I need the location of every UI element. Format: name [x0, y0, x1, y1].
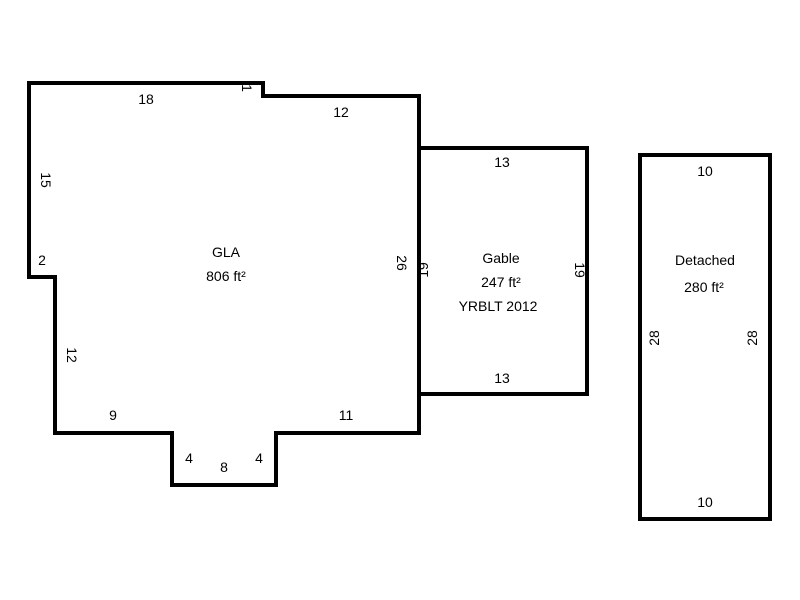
detached-label: Detached	[675, 252, 735, 268]
dim-detached-left: 28	[646, 330, 662, 346]
dim-gla-left-upper: 15	[38, 172, 54, 188]
dim-gla-left-lower: 12	[64, 347, 80, 363]
detached-area-value: 280 ft²	[684, 279, 724, 295]
gable-label: Gable	[482, 250, 520, 266]
dim-gla-left-step: 2	[38, 252, 46, 268]
dim-gla-bay-bottom: 8	[220, 459, 228, 475]
dim-gla-step: 1	[239, 84, 255, 92]
dim-gable-left: 19	[415, 262, 431, 278]
dim-gla-top-left: 18	[138, 91, 154, 107]
gla-outline	[27, 81, 421, 487]
gla-area-value: 806 ft²	[206, 268, 246, 284]
gable-year-built: YRBLT 2012	[459, 298, 538, 314]
dim-gla-bottom-right: 11	[339, 407, 354, 423]
dim-gla-bay-right: 4	[255, 450, 263, 466]
dim-gla-right: 26	[394, 255, 410, 271]
gla-area: GLA 806 ft² 18 1 12 15 2 12 26 9 11 4 8 …	[27, 81, 421, 487]
dim-gable-right: 19	[572, 262, 588, 278]
detached-outline	[638, 153, 772, 521]
dim-detached-bottom: 10	[697, 494, 713, 510]
gable-area-value: 247 ft²	[481, 274, 521, 290]
gla-label: GLA	[212, 244, 241, 260]
dim-gable-bottom: 13	[494, 370, 510, 386]
gable-area: Gable 247 ft² YRBLT 2012 13 13 19 19	[415, 146, 589, 396]
gable-outline	[417, 146, 589, 396]
dim-gla-bay-left: 4	[185, 450, 193, 466]
dim-gla-bottom-left: 9	[109, 407, 117, 423]
dim-gable-top: 13	[494, 154, 510, 170]
detached-area: Detached 280 ft² 10 10 28 28	[638, 153, 772, 521]
dim-detached-right: 28	[744, 330, 760, 346]
dim-gla-top-right: 12	[333, 104, 349, 120]
dim-detached-top: 10	[697, 163, 713, 179]
